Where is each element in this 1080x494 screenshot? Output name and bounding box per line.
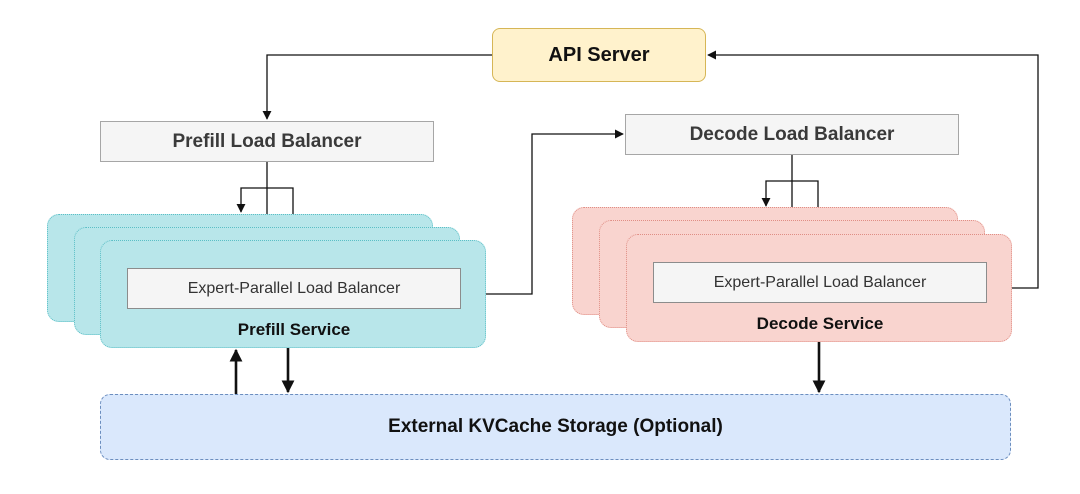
decode-to-api-line <box>707 50 1039 289</box>
prefill-service-card: Expert-Parallel Load Balancer Prefill Se… <box>100 240 486 348</box>
prefill-service-label: Prefill Service <box>237 320 351 339</box>
api-to-prefill-lb-line <box>262 54 492 120</box>
decode-load-balancer-label: Decode Load Balancer <box>689 123 895 145</box>
prefill-to-decode-lb-line <box>486 129 624 295</box>
prefill-load-balancer-box: Prefill Load Balancer <box>100 121 434 162</box>
decode-eplb-label: Expert-Parallel Load Balancer <box>713 273 927 291</box>
external-kvcache-storage-label: External KVCache Storage (Optional) <box>388 416 723 437</box>
api-server-label: API Server <box>548 43 650 66</box>
decode-service-card: Expert-Parallel Load Balancer Decode Ser… <box>626 234 1012 342</box>
decode-service-label: Decode Service <box>756 314 884 333</box>
external-kvcache-storage-box: External KVCache Storage (Optional) <box>100 394 1011 460</box>
prefill-eplb-label: Expert-Parallel Load Balancer <box>187 279 401 297</box>
prefill-load-balancer-label: Prefill Load Balancer <box>172 130 362 152</box>
decode-expert-parallel-load-balancer: Expert-Parallel Load Balancer <box>653 262 987 303</box>
api-server-box: API Server <box>492 28 706 82</box>
prefill-expert-parallel-load-balancer: Expert-Parallel Load Balancer <box>127 268 461 309</box>
decode-load-balancer-box: Decode Load Balancer <box>625 114 959 155</box>
